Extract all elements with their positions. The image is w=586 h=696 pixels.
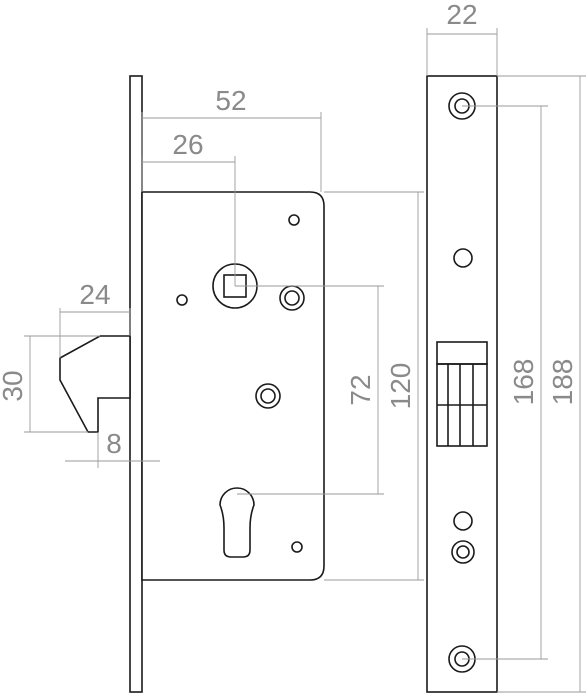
lock-case (141, 191, 325, 581)
label-faceplate-height: 188 (547, 359, 578, 406)
dimension-lines (24, 28, 586, 693)
case-screw-top (288, 214, 300, 226)
lower-rivet-inner (456, 545, 470, 559)
hook-bolt (59, 335, 131, 433)
label-latch-offset: 8 (106, 428, 122, 459)
faceplate-screw-top (453, 248, 473, 268)
label-center-distance: 72 (345, 374, 376, 405)
faceplate (426, 75, 498, 693)
dimension-labels: 22 52 26 24 30 8 120 72 168 188 (0, 0, 578, 459)
rivet-middle-inner (260, 388, 276, 404)
case-screw-left (176, 294, 188, 306)
label-backset: 26 (172, 129, 203, 160)
faceplate-screw-lower (453, 511, 473, 531)
label-fixing-spacing: 168 (508, 359, 539, 406)
cylinder-cutout (219, 487, 255, 558)
front-plate-edge (129, 75, 143, 693)
rivet-upper-inner (284, 290, 300, 306)
label-latch-height: 30 (0, 370, 28, 401)
case-screw-bottom (291, 541, 303, 553)
rivet-middle-outer (255, 383, 281, 409)
bolt-window (436, 341, 488, 447)
label-body-height: 120 (385, 363, 416, 410)
label-latch-projection: 24 (79, 279, 110, 310)
label-faceplate-width: 22 (446, 0, 477, 30)
label-body-depth: 52 (215, 85, 246, 116)
lower-rivet-outer (451, 540, 475, 564)
lock-side-view (59, 75, 325, 693)
faceplate-front-view (426, 75, 498, 693)
